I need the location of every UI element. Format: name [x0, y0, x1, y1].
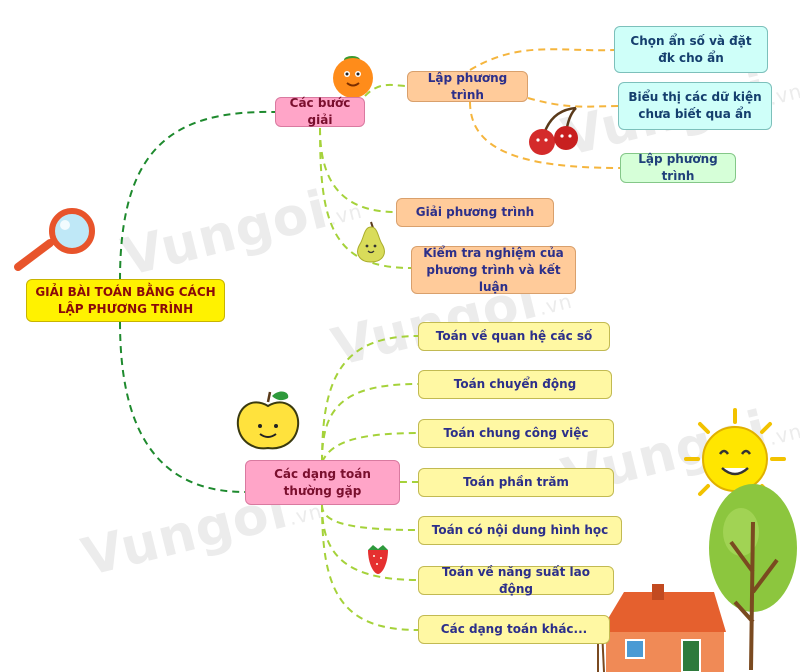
type-item-label: Toán có nội dung hình học [431, 523, 609, 537]
link-steps-step1 [364, 83, 408, 97]
apple-icon [236, 391, 300, 450]
step-item[interactable]: Kiểm tra nghiệm của phương trình và kết … [411, 246, 576, 294]
link-types-item2 [321, 383, 419, 463]
type-item-label: Toán chuyển động [453, 377, 577, 391]
step-item-label: Lập phương trình [427, 70, 508, 102]
pear-icon [357, 221, 385, 263]
link-types-item5 [321, 504, 419, 531]
link-steps-step3 [319, 127, 412, 269]
branch-steps-label: Các bước giải [289, 96, 351, 127]
link-types-item7 [321, 504, 419, 631]
link-types-item3 [321, 432, 419, 463]
orange-icon [333, 56, 373, 98]
link-step1-child3 [469, 101, 621, 169]
substep-item[interactable]: Lập phương trình [620, 152, 736, 183]
link-steps-step2 [319, 127, 397, 213]
link-step1-child2 [527, 97, 619, 108]
step-item[interactable]: Giải phương trình [396, 198, 554, 227]
type-item[interactable]: Toán về năng suất lao động [418, 564, 614, 596]
type-item[interactable]: Toán về quan hệ các số [418, 322, 610, 351]
type-item[interactable]: Toán chuyển động [418, 370, 612, 399]
type-item[interactable]: Toán có nội dung hình học [418, 516, 622, 545]
step-item[interactable]: Lập phương trình [407, 71, 528, 102]
type-item[interactable]: Các dạng toán khác... [418, 615, 610, 644]
type-item[interactable]: Toán phần trăm [418, 468, 614, 497]
link-root-types [119, 321, 246, 493]
magnifier-icon [14, 208, 95, 271]
type-item-label: Toán chung công việc [443, 426, 589, 440]
type-item-label: Các dạng toán khác... [440, 622, 588, 636]
type-item[interactable]: Toán chung công việc [418, 419, 614, 448]
branch-types[interactable]: Các dạng toán thường gặp [245, 460, 400, 505]
step-item-label: Giải phương trình [415, 205, 535, 219]
type-item-label: Toán về quan hệ các số [435, 329, 593, 343]
step-item-label: Kiểm tra nghiệm của phương trình và kết … [423, 245, 564, 294]
link-root-steps [119, 110, 276, 281]
strawberry-icon [368, 545, 388, 574]
substep-item-label: Biểu thị các dữ kiện chưa biết qua ẩn [628, 90, 762, 121]
type-item-label: Toán phần trăm [463, 475, 569, 489]
substep-item-label: Lập phương trình [638, 152, 718, 183]
branch-types-label: Các dạng toán thường gặp [274, 466, 371, 498]
substep-item[interactable]: Chọn ẩn số và đặt đk cho ẩn [614, 26, 768, 73]
link-types-item1 [321, 335, 419, 463]
type-item-label: Toán về năng suất lao động [442, 564, 590, 596]
substep-item[interactable]: Biểu thị các dữ kiện chưa biết qua ẩn [618, 82, 772, 130]
cherries-icon [529, 106, 578, 155]
root-node[interactable]: GIẢI BÀI TOÁN BẰNG CÁCH LẬP PHƯƠNG TRÌNH [26, 279, 225, 322]
branch-steps[interactable]: Các bước giải [275, 96, 365, 127]
link-step1-child1 [469, 48, 615, 71]
root-label: GIẢI BÀI TOÁN BẰNG CÁCH LẬP PHƯƠNG TRÌNH [35, 284, 216, 316]
house-icon [597, 584, 726, 672]
substep-item-label: Chọn ẩn số và đặt đk cho ẩn [630, 33, 752, 65]
tree-icon [709, 484, 797, 671]
